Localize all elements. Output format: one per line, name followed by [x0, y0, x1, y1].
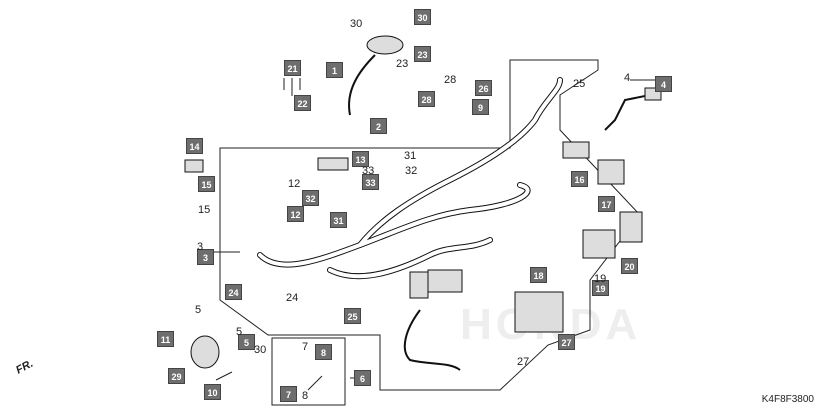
label-12: 12: [288, 178, 301, 190]
sub-assembly-outline: [271, 337, 346, 406]
label-4: 4: [624, 72, 631, 84]
callout-33: 33: [362, 174, 379, 190]
label-23: 23: [396, 58, 409, 70]
box-9: [427, 269, 463, 293]
main-harness-rear: [357, 77, 563, 248]
condenser-ref: [409, 271, 429, 299]
label-15: 15: [198, 204, 211, 216]
horn-10: [190, 335, 220, 369]
leader-10: [215, 371, 233, 381]
callout-2: 2: [370, 118, 387, 134]
callout-5: 5: [238, 334, 255, 350]
main-harness: [257, 182, 531, 268]
label-31: 31: [404, 150, 417, 162]
callout-19: 19: [592, 280, 609, 296]
label-5-left: 5: [195, 304, 202, 316]
callout-32: 32: [302, 190, 319, 206]
callout-1: 1: [326, 62, 343, 78]
callout-17: 17: [598, 196, 615, 212]
callout-28: 28: [418, 91, 435, 107]
unit-17: [597, 159, 625, 185]
label-24: 24: [286, 292, 299, 304]
callout-31: 31: [330, 212, 347, 228]
callout-27: 27: [558, 334, 575, 350]
unit-19: [582, 229, 616, 259]
label-30-bottom: 30: [254, 344, 267, 356]
callout-8: 8: [315, 344, 332, 360]
callout-30-top: 30: [414, 9, 431, 25]
unit-20: [619, 211, 643, 243]
callout-13: 13: [352, 151, 369, 167]
callout-6: 6: [354, 370, 371, 386]
diagram-code: K4F8F3800: [761, 394, 814, 405]
label-7: 7: [302, 341, 309, 353]
callout-4: 4: [655, 76, 672, 92]
callout-22: 22: [294, 95, 311, 111]
leader-8: [307, 375, 323, 391]
coil-1: [366, 35, 404, 55]
assembly-outline: [219, 59, 641, 391]
callout-7: 7: [280, 386, 297, 402]
callout-14: 14: [186, 138, 203, 154]
wire-9: [403, 309, 461, 371]
callout-18: 18: [530, 267, 547, 283]
callout-21: 21: [284, 60, 301, 76]
callout-16: 16: [571, 171, 588, 187]
label-32: 32: [405, 165, 418, 177]
callout-15: 15: [198, 176, 215, 192]
leader-21: [283, 78, 301, 96]
callout-24: 24: [225, 284, 242, 300]
unit-16: [562, 141, 590, 159]
callout-12: 12: [287, 206, 304, 222]
label-28: 28: [444, 74, 457, 86]
ecu-18: [514, 291, 564, 333]
callout-9: 9: [472, 99, 489, 115]
wire-4: [604, 94, 651, 131]
label-3: 3: [197, 241, 204, 253]
callout-3: 3: [197, 249, 214, 265]
callout-10: 10: [204, 384, 221, 400]
relay-13: [317, 157, 349, 171]
label-25: 25: [573, 78, 586, 90]
callout-25: 25: [344, 308, 361, 324]
callout-29: 29: [168, 368, 185, 384]
label-27: 27: [517, 356, 530, 368]
label-19: 19: [594, 273, 607, 285]
label-30-top: 30: [350, 18, 363, 30]
callout-20: 20: [621, 258, 638, 274]
callout-26: 26: [475, 80, 492, 96]
callout-11: 11: [157, 331, 174, 347]
connector-14: [184, 159, 204, 173]
label-33: 33: [362, 165, 375, 177]
callout-23: 23: [414, 46, 431, 62]
wire-2: [348, 54, 376, 116]
label-5-right: 5: [236, 326, 243, 338]
label-8: 8: [302, 390, 309, 402]
